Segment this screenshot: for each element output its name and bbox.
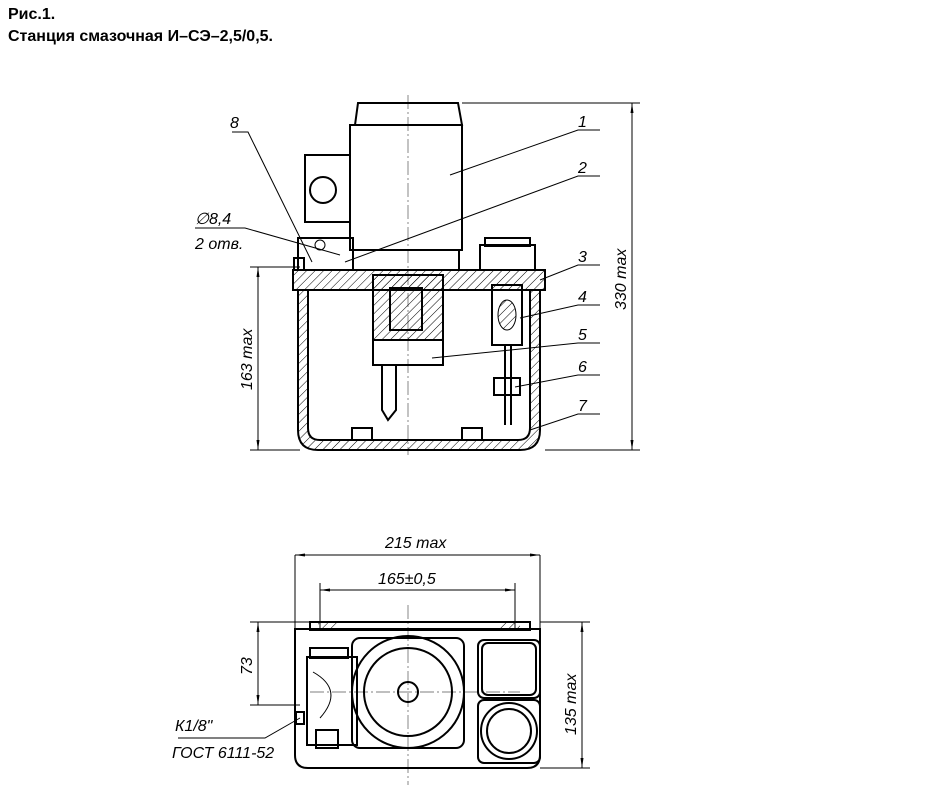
width-total-dimension: 215 max [384, 535, 447, 552]
callout-2: 2 [577, 160, 587, 177]
filter [491, 284, 523, 346]
callout-8: 8 [230, 115, 239, 132]
callout-5: 5 [578, 327, 587, 344]
callout-6: 6 [578, 359, 587, 376]
motor [353, 102, 464, 126]
thread-label: К1/8" [175, 718, 214, 735]
depth-total-dimension: 135 max [563, 673, 580, 735]
figure-number: Рис.1. [8, 6, 56, 23]
front-view: 1 2 3 4 5 6 7 8 ∅8,4 2 отв. 330 max 163 … [194, 95, 640, 455]
offset-dimension: 73 [239, 657, 256, 675]
height-total-dimension: 330 max [613, 248, 630, 310]
callout-7: 7 [578, 398, 588, 415]
terminal-box [304, 154, 351, 223]
callout-4: 4 [578, 289, 587, 306]
callout-labels: 1 2 3 4 5 6 7 8 ∅8,4 2 отв. [194, 114, 588, 415]
callout-3: 3 [578, 249, 587, 266]
callout-1: 1 [578, 114, 587, 131]
reservoir [297, 289, 541, 451]
height-reservoir-dimension: 163 max [239, 328, 256, 390]
standard-label: ГОСТ 6111-52 [172, 745, 274, 762]
hole-diameter: ∅8,4 [195, 211, 231, 228]
plan-view: 215 max 165±0,5 73 135 max К1/8" ГОСТ 61… [172, 535, 590, 785]
mounting-spacing-dimension: 165±0,5 [378, 571, 436, 588]
hole-count: 2 отв. [194, 236, 243, 253]
figure-caption: Станция смазочная И–СЭ–2,5/0,5. [8, 28, 273, 45]
